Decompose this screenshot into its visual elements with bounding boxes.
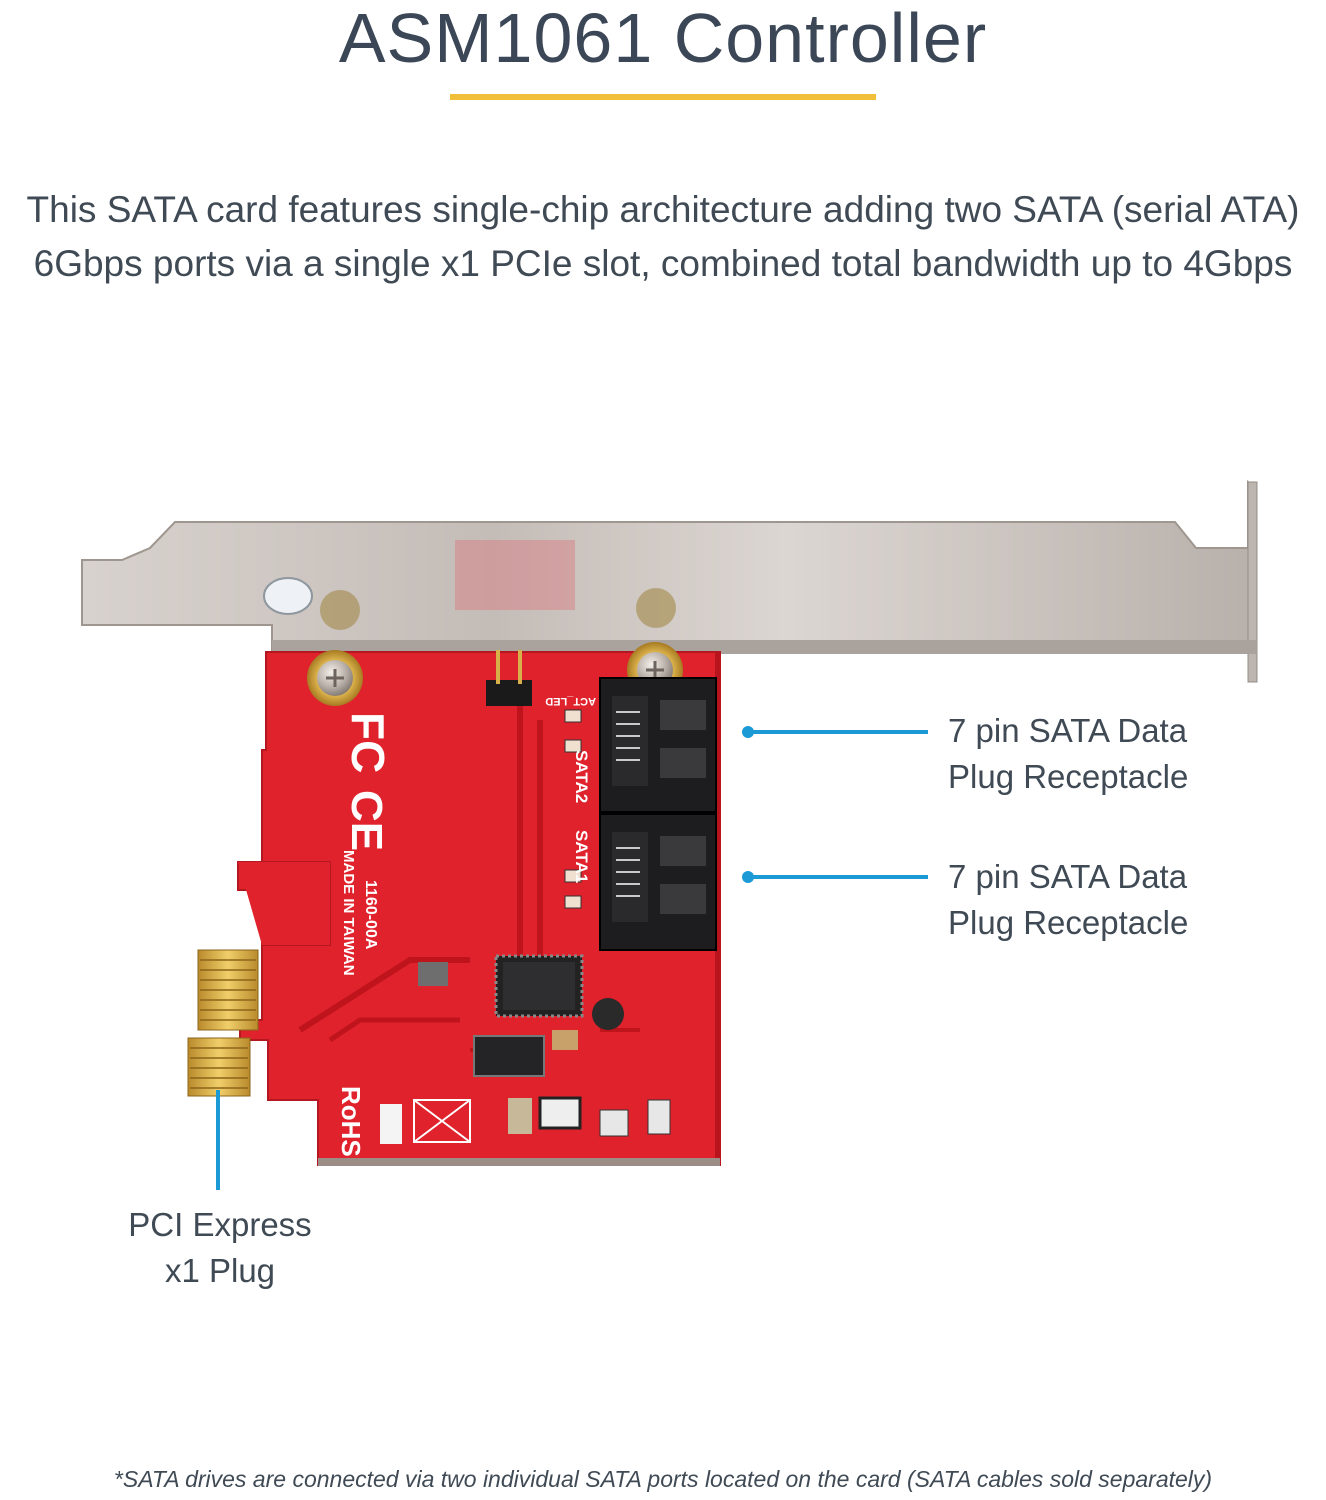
description-line-1: This SATA card features single-chip arch…: [26, 189, 1300, 230]
act-led-header: [486, 650, 532, 706]
small-components: [380, 709, 671, 1144]
eeprom-chip: [473, 1035, 545, 1077]
ce-mark: CE: [342, 790, 391, 851]
weee-bin-icon: [413, 1099, 471, 1143]
callout-pcie: PCI Express x1 Plug: [118, 1202, 322, 1294]
callout-sata-upper-line-1: 7 pin SATA Data: [948, 712, 1188, 749]
callout-sata-lower: 7 pin SATA Data Plug Receptacle: [948, 854, 1188, 946]
silk-act-led: ACT_LED: [545, 695, 596, 707]
callout-sata-upper: 7 pin SATA Data Plug Receptacle: [948, 708, 1188, 800]
mounting-screw-left: [307, 650, 363, 706]
asm1061-chip: [494, 954, 584, 1018]
silk-made-in: MADE IN TAIWAN: [340, 850, 357, 976]
callout-line-lower: [748, 875, 928, 879]
callout-line-upper: [748, 730, 928, 734]
page-title: ASM1061 Controller: [338, 0, 988, 77]
pcie-gold-contacts: [187, 949, 259, 1097]
callout-sata-upper-line-2: Plug Receptacle: [948, 758, 1189, 795]
callout-line-pcie: [216, 1090, 220, 1190]
title-underline: [450, 94, 876, 100]
silk-rohs: RoHS: [336, 1086, 366, 1157]
silk-sata1: SATA1: [572, 830, 591, 883]
callout-pcie-line-1: PCI Express: [128, 1206, 312, 1243]
silk-model: 1160-00A: [362, 880, 379, 950]
fcc-mark: FC: [342, 712, 394, 773]
metal-bracket: [81, 480, 1258, 683]
footnote: *SATA drives are connected via two indiv…: [113, 1466, 1213, 1492]
sata-port-upper: [599, 677, 717, 813]
callout-pcie-line-2: x1 Plug: [164, 1252, 276, 1289]
sata-port-lower: [599, 813, 717, 951]
description-line-2: 6Gbps ports via a single x1 PCIe slot, c…: [33, 243, 1293, 284]
sata-card-image: FC CE MADE IN TAIWAN 1160-00A SATA2 SATA…: [81, 480, 1258, 1166]
callout-sata-lower-line-1: 7 pin SATA Data: [948, 858, 1188, 895]
product-description: This SATA card features single-chip arch…: [0, 183, 1326, 291]
silk-sata2: SATA2: [572, 750, 591, 803]
callout-sata-lower-line-2: Plug Receptacle: [948, 904, 1189, 941]
